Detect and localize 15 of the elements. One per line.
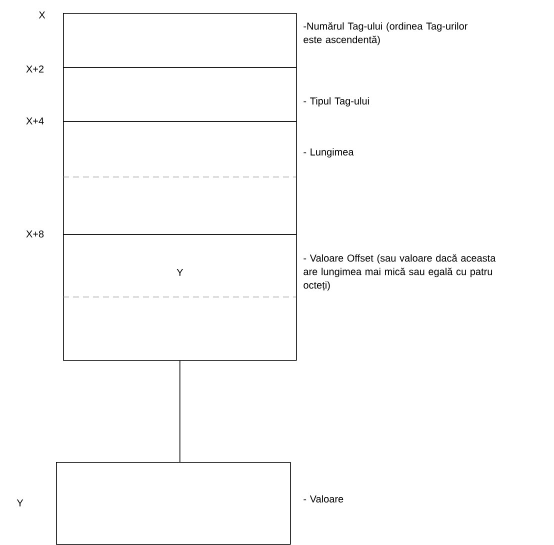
field-description: - Tipul Tag-ului	[304, 97, 369, 106]
offset-label: X+8	[26, 230, 44, 238]
field-description: - Valoare Offset (sau valoare dacă aceasta are lungimea mai mică sau egală cu patru octeți)	[304, 254, 496, 291]
field-description: - Lungimea	[304, 148, 354, 158]
field-description: - Valoare	[304, 495, 344, 503]
value-box	[56, 462, 291, 545]
memory-field-box	[63, 13, 297, 68]
offset-label: X+2	[26, 66, 44, 72]
memory-field-box	[63, 121, 297, 235]
offset-label: Y	[16, 500, 24, 506]
memory-field-box	[63, 67, 297, 122]
offset-label: X	[38, 12, 46, 18]
memory-field-box: Y	[63, 234, 297, 361]
offset-label: X+4	[26, 118, 44, 124]
field-description: -Numărul Tag-ului (ordinea Tag-urilor este ascendentă)	[304, 22, 468, 46]
